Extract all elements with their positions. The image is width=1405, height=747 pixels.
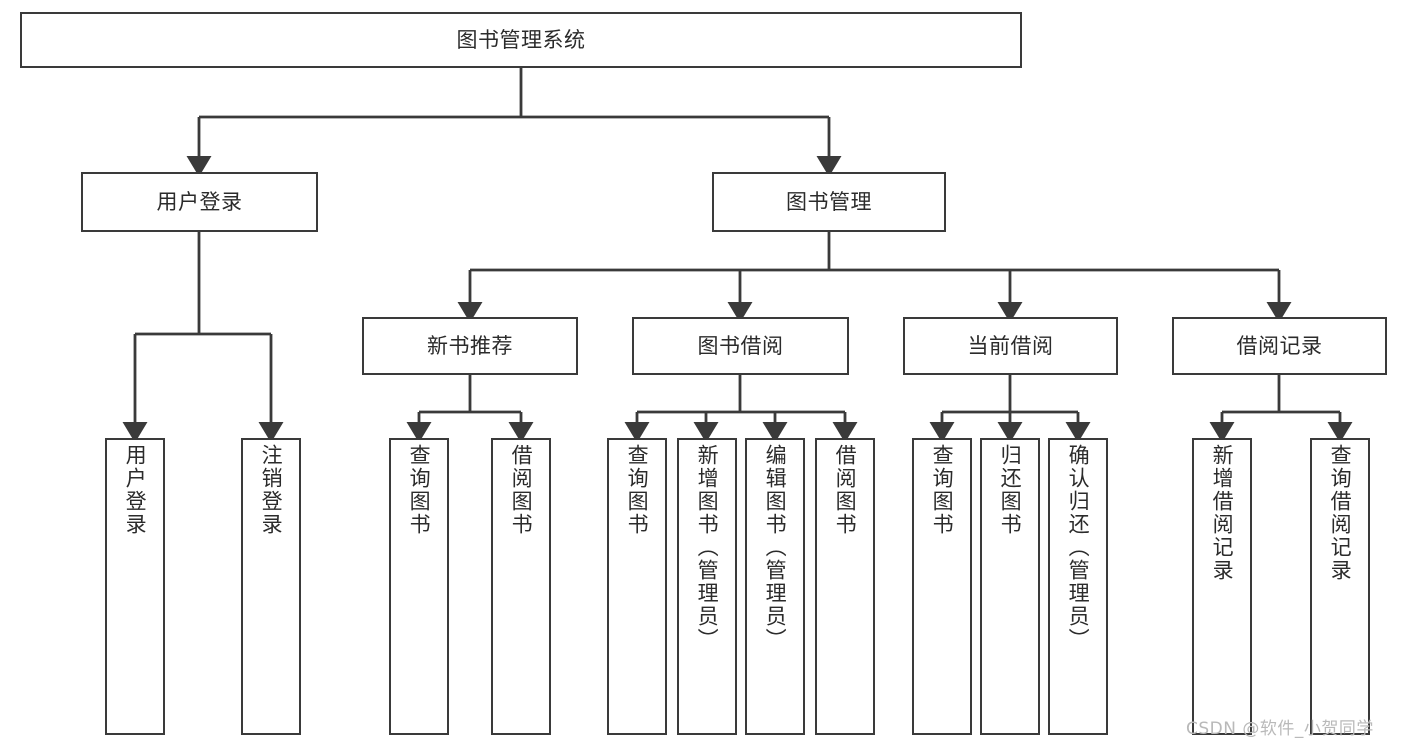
leaf-query-book-current[interactable]: 查询图书 [912, 438, 972, 735]
leaf-add-book-admin[interactable]: 新增图书（管理员） [677, 438, 737, 735]
node-label: 编辑图书（管理员） [763, 444, 788, 651]
node-borrow-record[interactable]: 借阅记录 [1172, 317, 1387, 375]
node-label: 新书推荐 [427, 333, 513, 358]
leaf-borrow-book[interactable]: 借阅图书 [815, 438, 875, 735]
node-label: 用户登录 [156, 189, 243, 214]
node-label: 注销登录 [259, 444, 284, 536]
node-label: 查询图书 [407, 444, 432, 536]
node-label: 新增借阅记录 [1210, 444, 1235, 582]
node-label: 确认归还（管理员） [1066, 444, 1091, 651]
node-label: 图书借阅 [697, 333, 784, 358]
leaf-logout[interactable]: 注销登录 [241, 438, 301, 735]
node-label: 图书管理系统 [456, 27, 586, 52]
node-label: 用户登录 [123, 444, 148, 536]
node-label: 借阅图书 [509, 444, 534, 536]
node-current-borrow[interactable]: 当前借阅 [903, 317, 1118, 375]
node-label: 查询借阅记录 [1328, 444, 1353, 582]
node-book-borrow[interactable]: 图书借阅 [632, 317, 849, 375]
leaf-confirm-return-admin[interactable]: 确认归还（管理员） [1048, 438, 1108, 735]
node-new-book-recommend[interactable]: 新书推荐 [362, 317, 578, 375]
leaf-user-login[interactable]: 用户登录 [105, 438, 165, 735]
leaf-edit-book-admin[interactable]: 编辑图书（管理员） [745, 438, 805, 735]
leaf-query-book-borrow[interactable]: 查询图书 [607, 438, 667, 735]
leaf-query-borrow-record[interactable]: 查询借阅记录 [1310, 438, 1370, 735]
node-label: 图书管理 [786, 189, 872, 214]
node-book-management[interactable]: 图书管理 [712, 172, 946, 232]
node-label: 借阅记录 [1236, 333, 1323, 358]
leaf-add-borrow-record[interactable]: 新增借阅记录 [1192, 438, 1252, 735]
node-label: 归还图书 [998, 444, 1023, 536]
node-label: 查询图书 [625, 444, 650, 536]
csdn-watermark: CSDN @软件_小贺同学 [1186, 719, 1374, 739]
leaf-return-book[interactable]: 归还图书 [980, 438, 1040, 735]
node-label: 借阅图书 [833, 444, 858, 536]
leaf-borrow-book-newbook[interactable]: 借阅图书 [491, 438, 551, 735]
node-root[interactable]: 图书管理系统 [20, 12, 1022, 68]
node-user-login[interactable]: 用户登录 [81, 172, 318, 232]
node-label: 当前借阅 [967, 333, 1054, 358]
leaf-query-book-newbook[interactable]: 查询图书 [389, 438, 449, 735]
node-label: 查询图书 [930, 444, 955, 536]
node-label: 新增图书（管理员） [695, 444, 720, 651]
